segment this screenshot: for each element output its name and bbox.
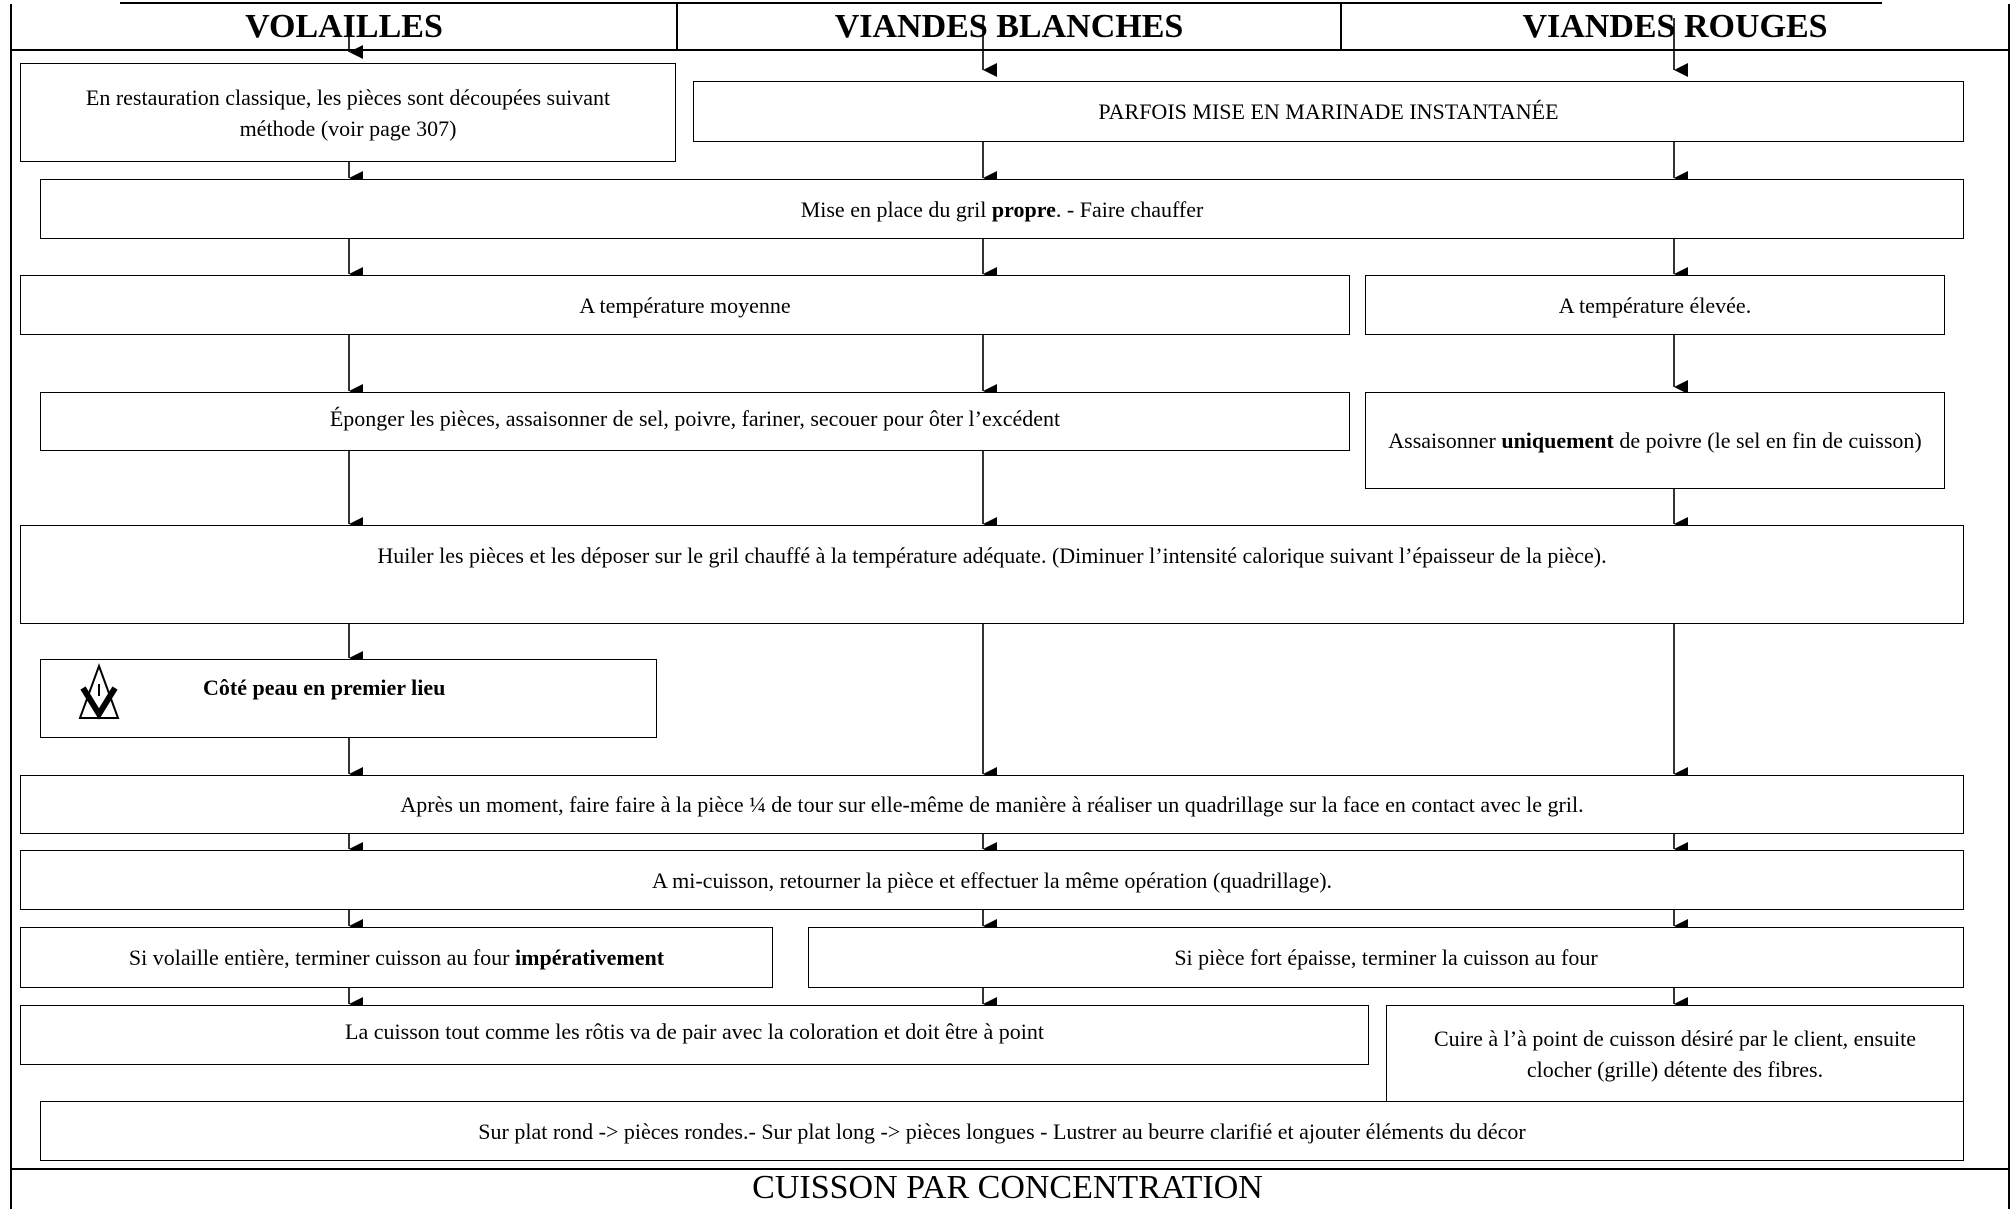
step-quart-tour: Après un moment, faire faire à la pièce … — [20, 775, 1964, 834]
step-assaisonner: Assaisonner uniquement de poivre (le sel… — [1365, 392, 1945, 489]
step-gril-suffix: . - Faire chauffer — [1055, 196, 1204, 222]
step-gril-text: Mise en place du gril propre. - Faire ch… — [801, 194, 1204, 225]
step-temp-elevee-text: A température élevée. — [1558, 292, 1752, 318]
frame-left — [10, 4, 12, 1209]
step-temp-moyenne: A température moyenne — [20, 275, 1350, 335]
frame-right — [2008, 4, 2010, 1209]
step-eponger: Éponger les pièces, assaisonner de sel, … — [40, 392, 1350, 451]
step-coloration-text: La cuisson tout comme les rôtis va de pa… — [345, 1019, 1044, 1044]
header-viandes-blanches: VIANDES BLANCHES — [834, 8, 1184, 45]
header-bottom-rule — [10, 49, 2010, 51]
header-divider-1 — [676, 4, 678, 50]
header-divider-2 — [1340, 4, 1342, 50]
step-coloration: La cuisson tout comme les rôtis va de pa… — [20, 1005, 1369, 1065]
warning-triangle-icon — [77, 662, 121, 722]
step-cote-peau: Côté peau en premier lieu — [40, 659, 657, 738]
step-quart-tour-text: Après un moment, faire faire à la pièce … — [400, 792, 1584, 817]
step-dressage-text: Sur plat rond -> pièces rondes.- Sur pla… — [478, 1118, 1526, 1144]
header-volailles: VOLAILLES — [245, 8, 443, 45]
step-eponger-text: Éponger les pièces, assaisonner de sel, … — [329, 406, 1061, 431]
step-marinade-text: PARFOIS MISE EN MARINADE INSTANTANÉE — [1098, 99, 1559, 124]
step-assaisonner-prefix: Assaisonner — [1388, 428, 1502, 453]
footer-title: CUISSON PAR CONCENTRATION — [752, 1169, 1263, 1206]
step-assaisonner-bold: uniquement — [1501, 428, 1614, 453]
step-volaille-entiere-bold: impérativement — [515, 945, 665, 970]
step-piece-epaisse: Si pièce fort épaisse, terminer la cuiss… — [808, 927, 1964, 988]
step-gril-bold: propre — [991, 196, 1056, 222]
step-mi-cuisson: A mi-cuisson, retourner la pièce et effe… — [20, 850, 1964, 910]
step-cuire-point-text: Cuire à l’à point de cuisson désiré par … — [1433, 1025, 1916, 1082]
step-volaille-entiere-text: Si volaille entière, terminer cuisson au… — [129, 942, 664, 973]
step-huiler: Huiler les pièces et les déposer sur le … — [20, 525, 1964, 624]
step-piece-epaisse-text: Si pièce fort épaisse, terminer la cuiss… — [1174, 945, 1598, 970]
step-volaille-entiere: Si volaille entière, terminer cuisson au… — [20, 927, 773, 988]
header-viandes-rouges: VIANDES ROUGES — [1522, 8, 1828, 45]
step-mi-cuisson-text: A mi-cuisson, retourner la pièce et effe… — [651, 867, 1333, 893]
step-restauration-classique: En restauration classique, les pièces so… — [20, 63, 676, 162]
footer-top-rule — [10, 1168, 2010, 1170]
step-assaisonner-text: Assaisonner uniquement de poivre (le sel… — [1388, 425, 1921, 456]
step-temp-moyenne-text: A température moyenne — [579, 292, 791, 318]
step-restauration-classique-text: En restauration classique, les pièces so… — [85, 84, 611, 141]
top-rule — [120, 2, 1882, 4]
step-volaille-entiere-prefix: Si volaille entière, terminer cuisson au… — [128, 945, 516, 970]
step-huiler-text: Huiler les pièces et les déposer sur le … — [377, 543, 1607, 568]
step-gril-prefix: Mise en place du gril — [800, 196, 992, 222]
step-cuire-point: Cuire à l’à point de cuisson désiré par … — [1386, 1005, 1964, 1102]
step-gril: Mise en place du gril propre. - Faire ch… — [40, 179, 1964, 239]
step-marinade: PARFOIS MISE EN MARINADE INSTANTANÉE — [693, 81, 1964, 142]
step-cote-peau-text: Côté peau en premier lieu — [203, 675, 446, 700]
step-temp-elevee: A température élevée. — [1365, 275, 1945, 335]
step-assaisonner-suffix: de poivre (le sel en fin de cuisson) — [1613, 428, 1922, 453]
step-dressage: Sur plat rond -> pièces rondes.- Sur pla… — [40, 1101, 1964, 1161]
